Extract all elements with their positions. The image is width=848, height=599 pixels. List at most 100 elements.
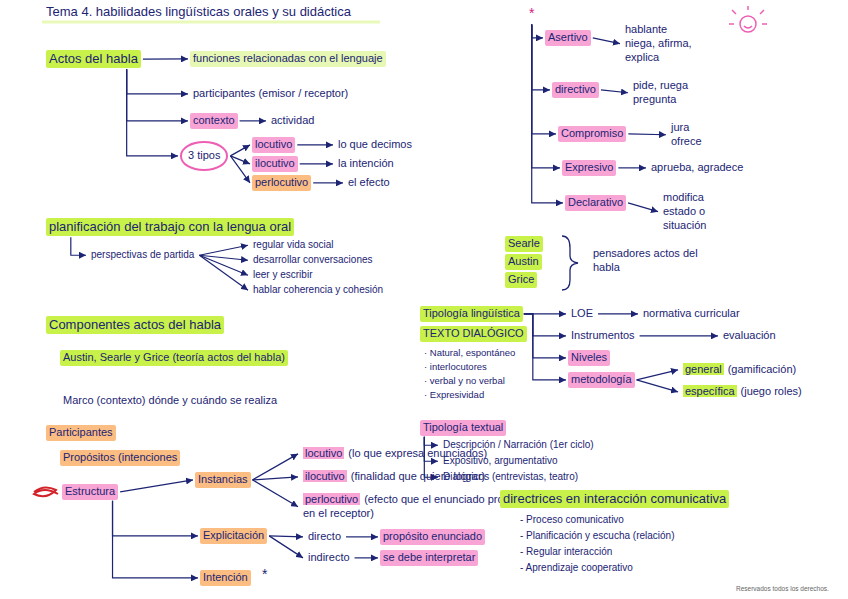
node-text: directrices en interacción comunicativa xyxy=(503,491,726,506)
connector-arrow xyxy=(199,245,248,255)
connector-arrow xyxy=(230,145,250,156)
watermark: Reservados todos los derechos. xyxy=(736,585,829,593)
note-box: ilocutivo xyxy=(252,156,298,172)
topic-heading: Componentes actos del habla xyxy=(46,316,224,334)
note-box: actividad xyxy=(268,113,317,129)
connector-arrow xyxy=(113,501,198,536)
note-box: leer y escribir xyxy=(250,268,315,283)
topic-heading: planificación del trabajo con la lengua … xyxy=(46,218,294,236)
note-box: funciones relacionadas con el lenguaje xyxy=(190,51,386,67)
node-text: Expositivo, argumentativo xyxy=(443,455,558,466)
node-text: planificación del trabajo con la lengua … xyxy=(49,219,291,234)
author-name: Austin xyxy=(505,254,542,270)
note-box: Compromiso xyxy=(558,126,626,142)
node-text: desarrollar conversaciones xyxy=(253,254,373,265)
node-text: TEXTO DIALÓGICO xyxy=(423,327,524,339)
connector-arrow xyxy=(524,314,566,336)
node-text: hablar coherencia y cohesión xyxy=(253,284,383,295)
connector-arrow xyxy=(628,203,658,212)
connector-arrow xyxy=(253,480,298,507)
connector-arrow xyxy=(199,255,248,290)
curly-brace xyxy=(562,236,578,290)
list-note: · Expresividad xyxy=(424,389,484,401)
note-box: perlocutivo xyxy=(252,175,311,191)
note-box: contexto xyxy=(190,113,238,129)
node-text: LOE xyxy=(571,307,593,319)
connector-arrow xyxy=(424,437,438,446)
connector-arrow xyxy=(127,69,188,121)
connector-arrow xyxy=(524,314,566,380)
node-text: lo que decimos xyxy=(338,138,412,150)
node-text: Estructura xyxy=(65,485,115,497)
note-box: lo que decimos xyxy=(335,137,415,153)
note-box: Estructura xyxy=(62,484,118,500)
note-box: Marco (contexto) dónde y cuándo se reali… xyxy=(60,393,280,409)
node-text: Niveles xyxy=(571,351,607,363)
connector-arrow xyxy=(253,454,298,480)
node-text: perlocutivo xyxy=(303,493,360,505)
node-text: evaluación xyxy=(723,329,776,341)
note-box: específica (juego roles) xyxy=(680,384,805,400)
connector-arrow xyxy=(601,90,628,93)
note-box: metodología xyxy=(568,372,635,388)
node-text: jura ofrece xyxy=(671,121,702,147)
topic-heading: TEXTO DIALÓGICO xyxy=(420,326,527,342)
paper-clip-mark xyxy=(34,487,58,496)
note-box: Asertivo xyxy=(545,30,591,46)
note-box: Declarativo xyxy=(565,195,626,211)
note-box: LOE xyxy=(568,306,596,322)
note-box: Niveles xyxy=(568,350,610,366)
list-note: · Natural, espontáneo xyxy=(424,347,515,359)
node-text: locutivo xyxy=(255,138,292,150)
list-note: · interlocutores xyxy=(424,361,487,373)
sun-circle xyxy=(740,16,756,32)
node-text: Searle xyxy=(508,237,540,249)
node-text: indirecto xyxy=(308,551,350,563)
connector-arrow xyxy=(297,144,333,145)
node-note: (juego roles) xyxy=(741,385,802,397)
node-text: Asertivo xyxy=(548,31,588,43)
sun-smile xyxy=(744,26,752,28)
node-text: Expresivo xyxy=(565,161,613,173)
node-text: el efecto xyxy=(348,176,390,188)
node-text: 3 tipos xyxy=(188,149,220,161)
node-text: leer y escribir xyxy=(253,269,312,280)
author-name: Grice xyxy=(505,272,537,288)
node-text: Compromiso xyxy=(561,127,623,139)
circled-label: 3 tipos xyxy=(180,141,228,171)
sun-rays xyxy=(729,6,767,24)
clip-loop xyxy=(34,487,58,496)
connector-arrow xyxy=(637,370,678,380)
asterisk-mark: * xyxy=(526,4,537,24)
note-box: pensadores actos del habla xyxy=(590,246,706,276)
node-text: específica xyxy=(683,385,737,397)
node-text: la intención xyxy=(338,157,394,169)
connector-arrow xyxy=(269,536,303,537)
note-box: participantes (emisor / receptor) xyxy=(190,86,351,102)
node-text: locutivo xyxy=(303,447,344,459)
note-box: modifica estado o situación xyxy=(660,190,736,233)
connector-arrow xyxy=(230,156,250,183)
node-text: actividad xyxy=(271,114,314,126)
topic-heading: directrices en interacción comunicativa xyxy=(500,490,729,508)
node-text: contexto xyxy=(193,114,235,126)
list-note: - Proceso comunicativo xyxy=(520,514,624,527)
node-text: modifica estado o situación xyxy=(663,191,706,231)
note-box: el efecto xyxy=(345,175,393,191)
connector-arrow xyxy=(300,163,333,164)
node-text: Marco (contexto) dónde y cuándo se reali… xyxy=(63,394,277,406)
note-box: se debe interpretar xyxy=(380,550,478,566)
note-box: propósito enunciado xyxy=(380,529,485,545)
node-text: Participantes xyxy=(49,426,113,438)
note-box: Expositivo, argumentativo xyxy=(440,454,561,469)
note-box: desarrollar conversaciones xyxy=(250,253,376,268)
connector-arrow xyxy=(240,120,266,121)
node-text: Austin xyxy=(508,255,539,267)
connector-arrow xyxy=(598,313,638,314)
node-text: hablante niega, afirma, explica xyxy=(625,23,692,63)
node-text: regular vida social xyxy=(253,239,334,250)
node-text: Intención xyxy=(203,571,248,583)
list-note: · verbal y no verbal xyxy=(424,375,505,387)
node-text: funciones relacionadas con el lenguaje xyxy=(193,52,383,64)
